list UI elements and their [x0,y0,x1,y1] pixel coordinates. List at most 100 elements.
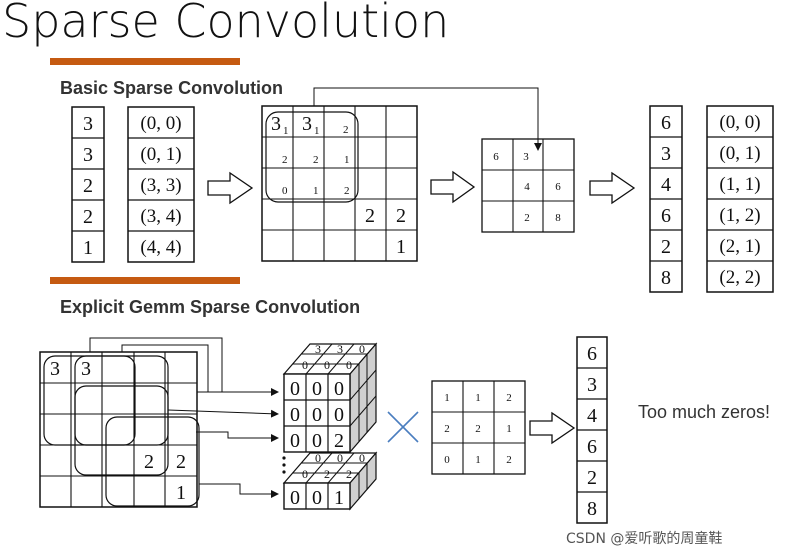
result-value: 8 [587,498,597,520]
cube-top-value: 3 [315,342,321,356]
output-coord: (0, 1) [719,143,760,164]
cube-top-value: 0 [302,358,308,372]
cube-front-value: 0 [312,430,322,452]
cube-front-value: 0 [312,487,322,509]
input-coord: (4, 4) [140,237,181,258]
input-value: 1 [83,237,93,259]
title-underline [50,58,240,65]
im2col-cube-1: 3 3 0 0 0 0 0 0 0 0 0 0 0 0 2 [282,342,378,454]
output-coord: (2, 2) [719,267,760,288]
im2col-connectors [89,337,279,498]
output-grid: 6 3 4 6 2 8 [481,138,575,233]
grid-kernel-weight: 2 [343,124,349,136]
grid-value: 2 [365,205,375,227]
cube-front-value: 1 [334,487,344,509]
cube-front-value: 0 [312,404,322,426]
output-value: 8 [661,267,671,289]
cube-top-value: 3 [337,342,343,356]
gemm-heading: Explicit Gemm Sparse Convolution [60,297,361,317]
input-value: 2 [83,206,93,228]
input-coord: (0, 1) [140,144,181,165]
input-value: 3 [83,113,93,135]
result-value: 6 [587,436,597,458]
kernel-matrix: 1 1 2 2 2 1 0 1 2 [431,380,526,475]
grid-kernel-weight: 1 [344,154,350,166]
kernel-value: 2 [506,454,512,466]
grid-kernel-weight: 1 [283,125,289,137]
input-values-column: 3 3 2 2 1 [71,106,105,263]
grid-kernel-weight: 2 [344,185,350,197]
output-grid-value: 8 [555,212,561,224]
output-grid-value: 6 [493,151,499,163]
kernel-window [265,111,359,203]
gemm-input-grid: 3 3 2 2 1 [39,351,200,508]
gemm-grid-value: 3 [50,358,60,380]
output-coord: (2, 1) [719,236,760,257]
basic-heading: Basic Sparse Convolution [60,78,284,98]
hollow-arrow-4 [529,411,576,445]
cube-front-value: 0 [334,404,344,426]
cube-front-value: 0 [290,430,300,452]
result-value: 6 [587,343,597,365]
cube-top-value: 0 [346,358,352,372]
zeros-note: Too much zeros! [638,402,771,422]
window-4 [105,416,200,507]
output-grid-value: 3 [523,151,529,163]
cube-top-value: 0 [324,358,330,372]
input-coord: (3, 4) [140,206,181,227]
gemm-grid-value: 3 [81,358,91,380]
output-value: 6 [661,112,671,134]
output-value: 6 [661,205,671,227]
cube-front-value: 0 [290,487,300,509]
cube-top-value: 2 [324,467,330,481]
input-value: 2 [83,175,93,197]
output-value: 3 [661,143,671,165]
hollow-arrow-3 [589,171,636,205]
grid-kernel-weight: 1 [314,125,320,137]
hollow-arrow-1 [207,171,254,205]
output-coords-column: (0, 0) (0, 1) (1, 1) (1, 2) (2, 1) (2, 2… [706,105,774,293]
output-value: 2 [661,236,671,258]
input-value: 3 [83,144,93,166]
cube-front-value: 0 [290,378,300,400]
gemm-grid-value: 1 [176,482,186,504]
kernel-value: 1 [475,454,481,466]
output-value: 4 [661,174,671,196]
cube-front-value: 2 [334,430,344,452]
grid-value: 3 [271,113,281,135]
kernel-value: 1 [506,423,512,435]
multiply-icon [387,411,419,443]
grid-kernel-weight: 1 [313,185,319,197]
cube-top-value: 2 [346,467,352,481]
output-coord: (1, 2) [719,205,760,226]
input-sparse-grid: 3 1 3 1 2 2 2 1 0 1 2 2 2 1 [261,105,418,262]
input-coord: (0, 0) [140,113,181,134]
kernel-value: 2 [506,392,512,404]
output-coord: (1, 1) [719,174,760,195]
window-3 [74,385,169,476]
watermark: CSDN @爱听歌的周童鞋 [566,531,723,547]
input-coord: (3, 3) [140,175,181,196]
hollow-arrow-2 [430,170,476,204]
grid-value: 1 [396,236,406,258]
kernel-value: 2 [444,423,450,435]
kernel-value: 1 [444,392,450,404]
output-coord: (0, 0) [719,112,760,133]
kernel-value: 2 [475,423,481,435]
cube-front-value: 0 [334,378,344,400]
grid-kernel-weight: 2 [313,154,319,166]
cube-front-value: 0 [312,378,322,400]
ellipsis-dots [282,456,286,474]
im2col-cube-2: 0 0 0 0 2 2 0 0 1 [282,451,378,511]
gemm-result-column: 6 3 4 6 2 8 [576,336,608,524]
cube-top-value: 0 [302,467,308,481]
gemm-grid-value: 2 [144,451,154,473]
input-coords-column: (0, 0) (0, 1) (3, 3) (3, 4) (4, 4) [127,106,195,263]
cube-top-value: 0 [337,451,343,465]
grid-kernel-weight: 0 [282,185,288,197]
kernel-value: 0 [444,454,450,466]
cube-top-value: 0 [359,451,365,465]
result-value: 3 [587,374,597,396]
